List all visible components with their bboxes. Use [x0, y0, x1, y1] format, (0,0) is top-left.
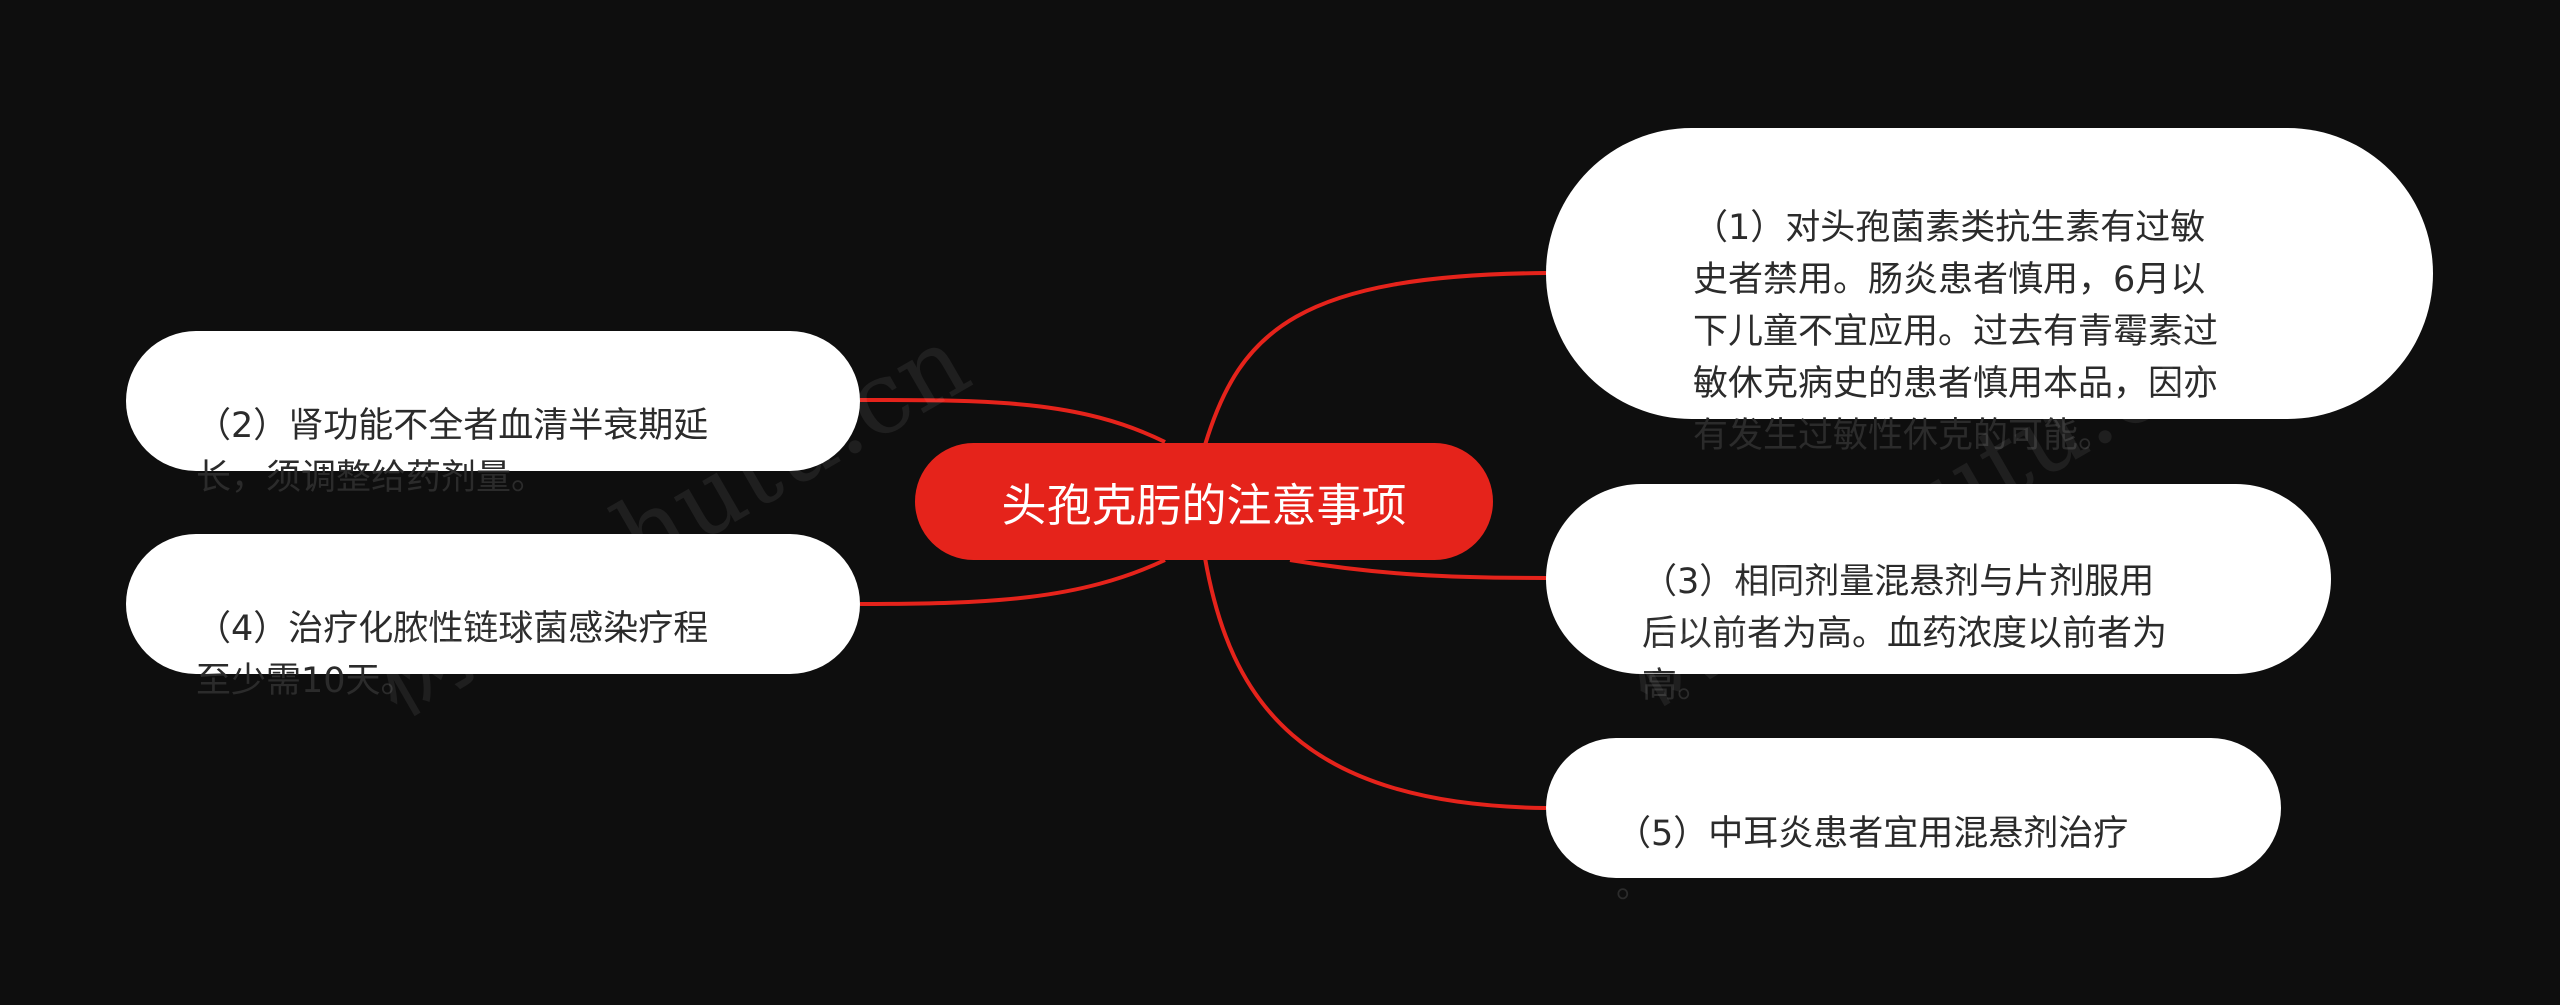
- central-topic[interactable]: 头孢克肟的注意事项: [915, 443, 1493, 560]
- branch-node-1-text: （1）对头孢菌素类抗生素有过敏 史者禁用。肠炎患者慎用，6月以 下儿童不宜应用。…: [1693, 208, 2219, 456]
- branch-node-5[interactable]: （5）中耳炎患者宜用混悬剂治疗 。: [1546, 738, 2281, 906]
- branch-node-4[interactable]: （4）治疗化脓性链球菌感染疗程 至少需10天。: [126, 534, 860, 701]
- branch-node-1[interactable]: （1）对头孢菌素类抗生素有过敏 史者禁用。肠炎患者慎用，6月以 下儿童不宜应用。…: [1546, 128, 2433, 456]
- branch-node-3[interactable]: （3）相同剂量混悬剂与片剂服用 后以前者为高。血药浓度以前者为 高。: [1546, 484, 2331, 706]
- branch-node-2-text: （2）肾功能不全者血清半衰期延 长，须调整给药剂量。: [196, 406, 709, 498]
- branch-node-3-text: （3）相同剂量混悬剂与片剂服用 后以前者为高。血药浓度以前者为 高。: [1642, 562, 2168, 706]
- branch-node-2[interactable]: （2）肾功能不全者血清半衰期延 长，须调整给药剂量。: [126, 331, 860, 498]
- branch-node-4-text: （4）治疗化脓性链球菌感染疗程 至少需10天。: [196, 609, 709, 701]
- connector-n3: [1289, 558, 1547, 580]
- central-topic-label: 头孢克肟的注意事项: [1001, 479, 1407, 532]
- connector-n2: [859, 398, 1166, 444]
- connector-n4: [859, 558, 1166, 606]
- connector-n1: [1203, 271, 1547, 446]
- branch-node-5-text: （5）中耳炎患者宜用混悬剂治疗 。: [1616, 814, 2129, 906]
- connector-n5: [1203, 557, 1547, 810]
